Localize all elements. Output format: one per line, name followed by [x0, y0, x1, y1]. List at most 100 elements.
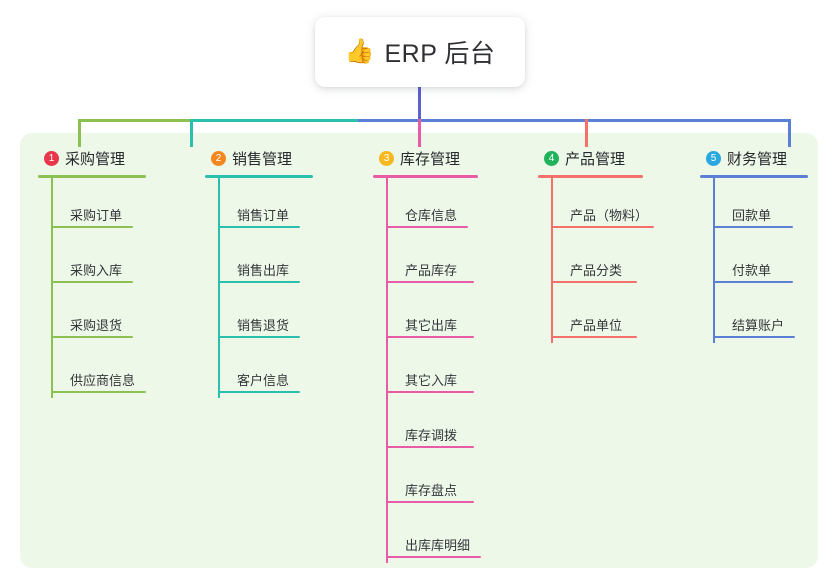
- branch-item-label: 回款单: [732, 208, 772, 223]
- branch-item-label: 客户信息: [237, 373, 290, 388]
- branch-header-rule: [538, 175, 643, 178]
- branch-item[interactable]: 销售出库: [205, 233, 313, 288]
- drop-connector-4: [585, 119, 588, 147]
- branch-item-label: 供应商信息: [70, 373, 136, 388]
- branch-title: 财务管理: [727, 150, 788, 168]
- branch-item[interactable]: 销售订单: [205, 178, 313, 233]
- branch-item-rule: [551, 281, 637, 283]
- branch-item-rule: [551, 336, 637, 338]
- branch-item[interactable]: 采购订单: [38, 178, 146, 233]
- branch-item-label: 采购退货: [70, 318, 123, 333]
- bus-segment-1: [78, 119, 190, 122]
- branch-item-rule: [218, 336, 300, 338]
- branch-item[interactable]: 其它入库: [373, 343, 478, 398]
- branch-item[interactable]: 回款单: [700, 178, 808, 233]
- branch-item-rule: [218, 281, 300, 283]
- branch-item-label: 库存调拨: [405, 428, 458, 443]
- drop-connector-3: [418, 119, 421, 147]
- branch-item-rule: [386, 556, 481, 558]
- branch-header-rule: [700, 175, 808, 178]
- branch-item[interactable]: 产品单位: [538, 288, 643, 343]
- branch-item-label: 付款单: [732, 263, 772, 278]
- branch-item[interactable]: 产品库存: [373, 233, 478, 288]
- branch-item-rule: [713, 336, 795, 338]
- branch-items: 仓库信息产品库存其它出库其它入库库存调拨库存盘点出库库明细: [373, 178, 481, 563]
- branch-item-label: 其它入库: [405, 373, 458, 388]
- branch-items: 产品（物料） 产品分类产品单位: [538, 178, 654, 343]
- branch-title: 产品管理: [565, 150, 626, 168]
- branch-trunk-line: [218, 178, 220, 398]
- branch-header-rule: [373, 175, 478, 178]
- root-stem-connector: [418, 78, 421, 122]
- branch-items: 采购订单采购入库采购退货供应商信息: [38, 178, 146, 398]
- branch-column-采购管理: 1 采购管理采购订单采购入库采购退货供应商信息: [38, 147, 146, 398]
- branch-item-label: 采购入库: [70, 263, 123, 278]
- branch-header-rule: [205, 175, 313, 178]
- branch-item-label: 产品库存: [405, 263, 458, 278]
- branch-item[interactable]: 产品（物料）: [538, 178, 654, 233]
- branch-column-库存管理: 3 库存管理仓库信息产品库存其它出库其它入库库存调拨库存盘点出库库明细: [373, 147, 481, 563]
- branch-item-label: 采购订单: [70, 208, 123, 223]
- branch-trunk-line: [386, 178, 388, 563]
- branch-item[interactable]: 采购退货: [38, 288, 146, 343]
- branch-trunk-line: [713, 178, 715, 343]
- branch-item[interactable]: 其它出库: [373, 288, 478, 343]
- branch-column-销售管理: 2 销售管理销售订单销售出库销售退货客户信息: [205, 147, 313, 398]
- branch-trunk-line: [551, 178, 553, 343]
- branch-item-rule: [386, 226, 468, 228]
- branch-item[interactable]: 采购入库: [38, 233, 146, 288]
- branch-item-label: 库存盘点: [405, 483, 458, 498]
- bus-segment-2: [190, 119, 358, 122]
- branch-item-label: 销售订单: [237, 208, 290, 223]
- branch-item[interactable]: 库存盘点: [373, 453, 478, 508]
- branch-trunk-line: [51, 178, 53, 398]
- branch-item-label: 产品分类: [570, 263, 623, 278]
- branch-item-rule: [551, 226, 654, 228]
- branch-header-rule: [38, 175, 146, 178]
- branch-title: 库存管理: [400, 150, 461, 168]
- branch-item-rule: [386, 501, 474, 503]
- branch-number-badge: 2: [211, 150, 226, 166]
- branch-number-badge: 5: [706, 150, 721, 166]
- branch-item[interactable]: 销售退货: [205, 288, 313, 343]
- branch-item[interactable]: 库存调拨: [373, 398, 478, 453]
- branch-item-label: 产品（物料）: [570, 208, 649, 223]
- branch-item-rule: [51, 226, 133, 228]
- branch-item-label: 销售退货: [237, 318, 290, 333]
- branch-item[interactable]: 客户信息: [205, 343, 313, 398]
- mindmap-panel: [20, 133, 818, 568]
- branch-item-label: 其它出库: [405, 318, 458, 333]
- branch-header-采购管理[interactable]: 1 采购管理: [38, 147, 146, 169]
- branch-item-rule: [386, 281, 474, 283]
- branch-item-label: 结算账户: [732, 318, 785, 333]
- branch-item[interactable]: 产品分类: [538, 233, 643, 288]
- branch-column-财务管理: 5 财务管理回款单付款单结算账户: [700, 147, 808, 343]
- branch-item-rule: [713, 281, 793, 283]
- drop-connector-2: [190, 119, 193, 147]
- branch-number-badge: 3: [379, 150, 394, 166]
- branch-header-财务管理[interactable]: 5 财务管理: [700, 147, 808, 169]
- branch-item[interactable]: 付款单: [700, 233, 808, 288]
- branch-header-库存管理[interactable]: 3 库存管理: [373, 147, 478, 169]
- branch-item-rule: [218, 391, 300, 393]
- bus-segment-3: [358, 119, 788, 122]
- branch-item-label: 出库库明细: [405, 538, 471, 553]
- drop-connector-1: [78, 119, 81, 147]
- branch-item[interactable]: 供应商信息: [38, 343, 146, 398]
- branch-item[interactable]: 出库库明细: [373, 508, 481, 563]
- branch-item-rule: [386, 391, 474, 393]
- branch-header-销售管理[interactable]: 2 销售管理: [205, 147, 313, 169]
- branch-item-rule: [386, 446, 474, 448]
- branch-item[interactable]: 结算账户: [700, 288, 808, 343]
- branch-title: 采购管理: [65, 150, 126, 168]
- branch-items: 销售订单销售出库销售退货客户信息: [205, 178, 313, 398]
- branch-title: 销售管理: [232, 150, 293, 168]
- branch-item[interactable]: 仓库信息: [373, 178, 478, 233]
- branch-item-rule: [51, 336, 133, 338]
- branch-item-label: 仓库信息: [405, 208, 458, 223]
- branch-number-badge: 1: [44, 150, 59, 166]
- root-node-card[interactable]: 👍 ERP 后台: [315, 17, 525, 87]
